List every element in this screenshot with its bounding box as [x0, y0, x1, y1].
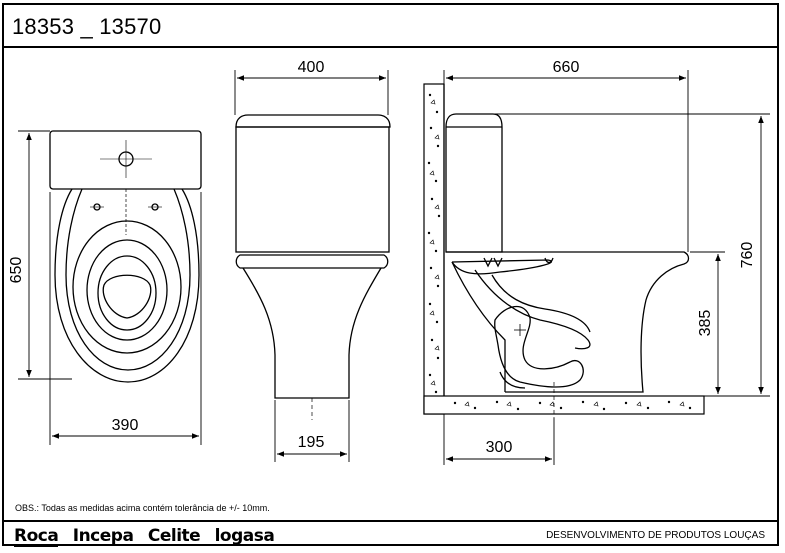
title-bar: 18353 _ 13570 — [4, 5, 777, 48]
top-view-dimensions — [18, 130, 202, 445]
brand-incepa-logo: Incepa — [72, 526, 134, 546]
front-view-rim — [235, 254, 389, 269]
side-view-siphon — [494, 305, 584, 388]
brand-logos: Roca Incepa Celite logasa — [14, 526, 283, 547]
top-view-seat — [72, 220, 182, 354]
dim-front-base-width: 195 — [298, 434, 325, 451]
tolerance-note: OBS.: Todas as medidas acima contém tole… — [15, 503, 270, 513]
dim-side-seat-height: 385 — [697, 310, 714, 337]
top-view-water — [102, 274, 152, 319]
dim-top-view-length: 650 — [8, 257, 25, 284]
dim-side-outlet-distance: 300 — [486, 439, 513, 456]
dim-top-view-width: 390 — [112, 417, 139, 434]
top-view-bowl — [54, 188, 200, 383]
side-view-dimensions — [443, 70, 770, 465]
dim-side-depth: 660 — [553, 59, 580, 76]
front-view-pedestal — [242, 267, 382, 399]
brand-logasa-logo: logasa — [214, 526, 275, 546]
dim-front-tank-width: 400 — [298, 59, 325, 76]
brand-celite-logo: Celite — [147, 526, 201, 546]
side-view-wall — [423, 83, 705, 415]
drawing-sheet: 18353 _ 13570 OBS.: Todas as medidas aci… — [2, 3, 779, 547]
top-view-tank — [49, 130, 202, 190]
side-view-body — [446, 251, 690, 393]
front-view-dimensions — [234, 70, 389, 462]
front-view-tank — [235, 126, 390, 253]
top-view — [49, 130, 202, 383]
department-label: DESENVOLVIMENTO DE PRODUTOS LOUÇAS — [546, 530, 765, 541]
front-view — [235, 114, 391, 420]
footer-bar: Roca Incepa Celite logasa DESENVOLVIMENT… — [4, 520, 777, 547]
brand-roca-logo: Roca — [14, 526, 59, 547]
dim-side-height: 760 — [739, 242, 756, 269]
side-view — [445, 113, 690, 418]
front-view-tank-lid — [235, 114, 391, 128]
drawing-title: 18353 _ 13570 — [12, 14, 162, 39]
side-view-trapway — [474, 269, 591, 350]
side-view-tank — [445, 113, 503, 253]
